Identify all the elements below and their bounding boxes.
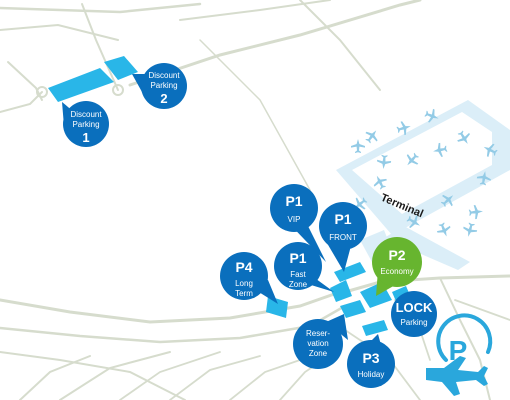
- roundabout: [112, 84, 124, 96]
- road: [119, 351, 221, 400]
- pin-label: vation: [307, 339, 328, 348]
- pin-label: 2: [160, 91, 167, 106]
- parked-plane-icon: [424, 108, 439, 123]
- pin-label: P2: [388, 247, 405, 263]
- road: [454, 299, 510, 321]
- road: [81, 3, 119, 91]
- pin-label: Parking: [150, 81, 177, 90]
- parking-area-p4: [266, 296, 288, 318]
- pin-label: FRONT: [329, 233, 357, 242]
- pin-label: LOCK: [396, 300, 433, 315]
- road: [0, 91, 43, 113]
- parked-plane-icon: [483, 143, 498, 157]
- parked-plane-icon: [365, 130, 378, 144]
- parked-plane-icon: [457, 130, 470, 144]
- parking-pin-discount-2[interactable]: Discount Parking 2: [132, 63, 187, 109]
- pin-label: Fast: [290, 270, 306, 279]
- parking-pin-p2-economy[interactable]: P2 Economy: [372, 237, 422, 296]
- pin-label: Term: [235, 289, 253, 298]
- pin-label: Long: [235, 279, 253, 288]
- parked-plane-icon: [463, 222, 478, 237]
- parked-plane-icon: [351, 139, 365, 153]
- road: [0, 2, 202, 14]
- road: [299, 0, 381, 91]
- pin-label: P1: [334, 211, 351, 227]
- road: [0, 23, 119, 41]
- airplane-icon: [426, 356, 488, 396]
- parked-planes: [351, 108, 498, 237]
- parked-plane-icon: [396, 121, 411, 136]
- road: [179, 0, 331, 21]
- parking-area-p1: [334, 262, 366, 282]
- parked-plane-icon: [433, 142, 448, 157]
- parking-pin-p3-holiday[interactable]: P3 Holiday: [347, 334, 395, 388]
- pin-label: P1: [289, 250, 306, 266]
- pin-label: Parking: [72, 120, 99, 129]
- road: [0, 351, 186, 400]
- parking-pin-p4-long-term[interactable]: P4 Long Term: [220, 252, 278, 304]
- pin-label: VIP: [288, 215, 301, 224]
- pin-label: Discount: [148, 71, 180, 80]
- parking-area-reservation: [340, 300, 366, 318]
- roundabout: [36, 86, 48, 98]
- parked-plane-icon: [468, 205, 483, 220]
- road: [199, 39, 311, 191]
- pin-label: Discount: [70, 110, 102, 119]
- parked-plane-icon: [406, 152, 419, 166]
- pin-label: Zone: [289, 280, 308, 289]
- parked-plane-icon: [354, 197, 368, 210]
- parking-area-discount-1: [48, 68, 114, 102]
- parking-area-discount-2: [104, 56, 138, 80]
- pin-label: 1: [82, 130, 89, 145]
- parking-area-p3: [362, 320, 388, 336]
- road: [128, 0, 422, 87]
- parking-pin-p1-fast-zone[interactable]: P1 Fast Zone: [274, 242, 334, 292]
- parked-plane-icon: [373, 175, 387, 190]
- parking-pin-p1-front[interactable]: P1 FRONT: [319, 202, 367, 272]
- pin-label: Parking: [400, 318, 427, 327]
- pin-label: Holiday: [358, 370, 385, 379]
- pin-label: P3: [362, 350, 379, 366]
- pin-label: Zone: [309, 349, 328, 358]
- road: [169, 355, 261, 400]
- pin-label: Economy: [380, 267, 413, 276]
- parked-plane-icon: [436, 222, 451, 237]
- pin-label: P1: [285, 193, 302, 209]
- road: [0, 290, 342, 324]
- road: [59, 351, 171, 400]
- road: [229, 359, 301, 400]
- parked-plane-icon: [406, 215, 421, 229]
- parking-pin-reservation-zone[interactable]: Reser- vation Zone: [293, 314, 348, 369]
- pin-label: Reser-: [306, 329, 330, 338]
- parking-pin-lock-parking[interactable]: LOCK Parking: [391, 291, 437, 337]
- parked-plane-icon: [440, 194, 454, 207]
- parked-plane-icon: [476, 171, 491, 186]
- road: [19, 355, 91, 400]
- pin-label: P4: [235, 259, 252, 275]
- parking-pin-discount-1[interactable]: Discount Parking 1: [62, 101, 109, 147]
- parking-area-p1: [330, 280, 352, 302]
- terminal-building: [352, 112, 492, 214]
- airport-parking-icon: P: [426, 313, 493, 396]
- road: [0, 304, 347, 344]
- parked-plane-icon: [377, 154, 392, 169]
